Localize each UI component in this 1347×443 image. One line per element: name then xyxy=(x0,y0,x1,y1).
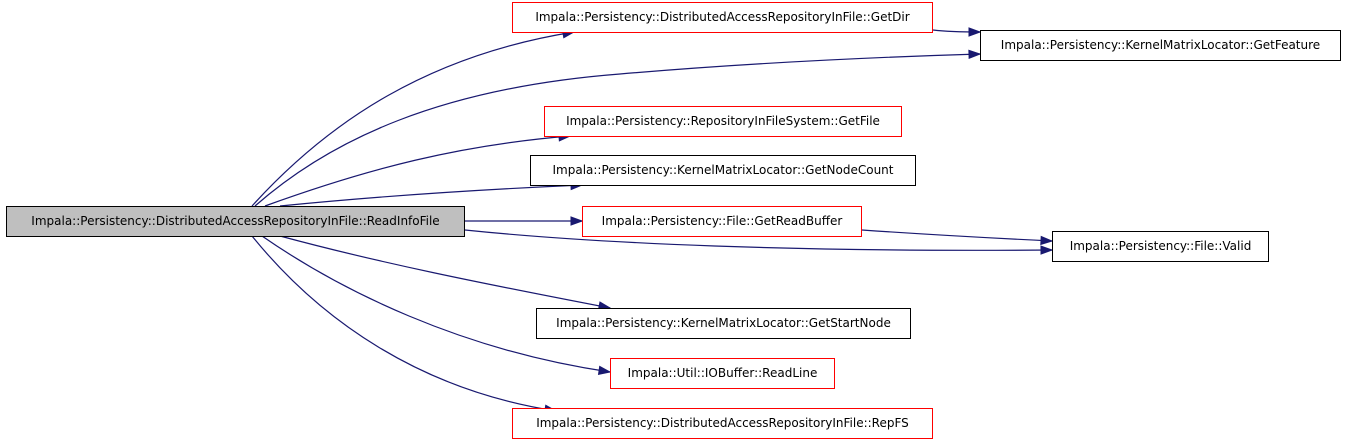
node-read-info-file[interactable]: Impala::Persistency::DistributedAccessRe… xyxy=(6,206,465,237)
arrowhead xyxy=(968,49,982,60)
node-get-node-count[interactable]: Impala::Persistency::KernelMatrixLocator… xyxy=(530,155,916,186)
node-get-file[interactable]: Impala::Persistency::RepositoryInFileSys… xyxy=(544,106,902,137)
edge-root-to-valid xyxy=(464,229,1053,251)
edge-root-to-get-feature xyxy=(254,53,981,207)
node-valid[interactable]: Impala::Persistency::File::Valid xyxy=(1052,231,1269,262)
arrowhead xyxy=(597,365,612,375)
node-get-feature[interactable]: Impala::Persistency::KernelMatrixLocator… xyxy=(980,30,1341,61)
arrowhead xyxy=(1040,245,1054,255)
edge-root-to-get-start-node xyxy=(279,235,611,309)
edge-root-to-get-node-count xyxy=(279,184,583,207)
edge-root-to-rep-fs xyxy=(251,235,557,412)
edge-root-to-read-line xyxy=(261,235,611,373)
node-get-start-node[interactable]: Impala::Persistency::KernelMatrixLocator… xyxy=(536,308,911,339)
node-rep-fs[interactable]: Impala::Persistency::DistributedAccessRe… xyxy=(512,408,933,439)
node-read-line[interactable]: Impala::Util::IOBuffer::ReadLine xyxy=(610,358,835,389)
node-get-read-buffer[interactable]: Impala::Persistency::File::GetReadBuffer xyxy=(582,206,862,237)
edge-get-read-buffer-to-valid xyxy=(861,229,1053,242)
arrowhead xyxy=(570,216,584,226)
arrowhead xyxy=(968,27,982,37)
node-get-dir[interactable]: Impala::Persistency::DistributedAccessRe… xyxy=(512,2,933,33)
arrowhead xyxy=(1040,235,1054,246)
edge-root-to-get-file xyxy=(264,135,571,207)
edge-root-to-get-dir xyxy=(251,31,575,207)
